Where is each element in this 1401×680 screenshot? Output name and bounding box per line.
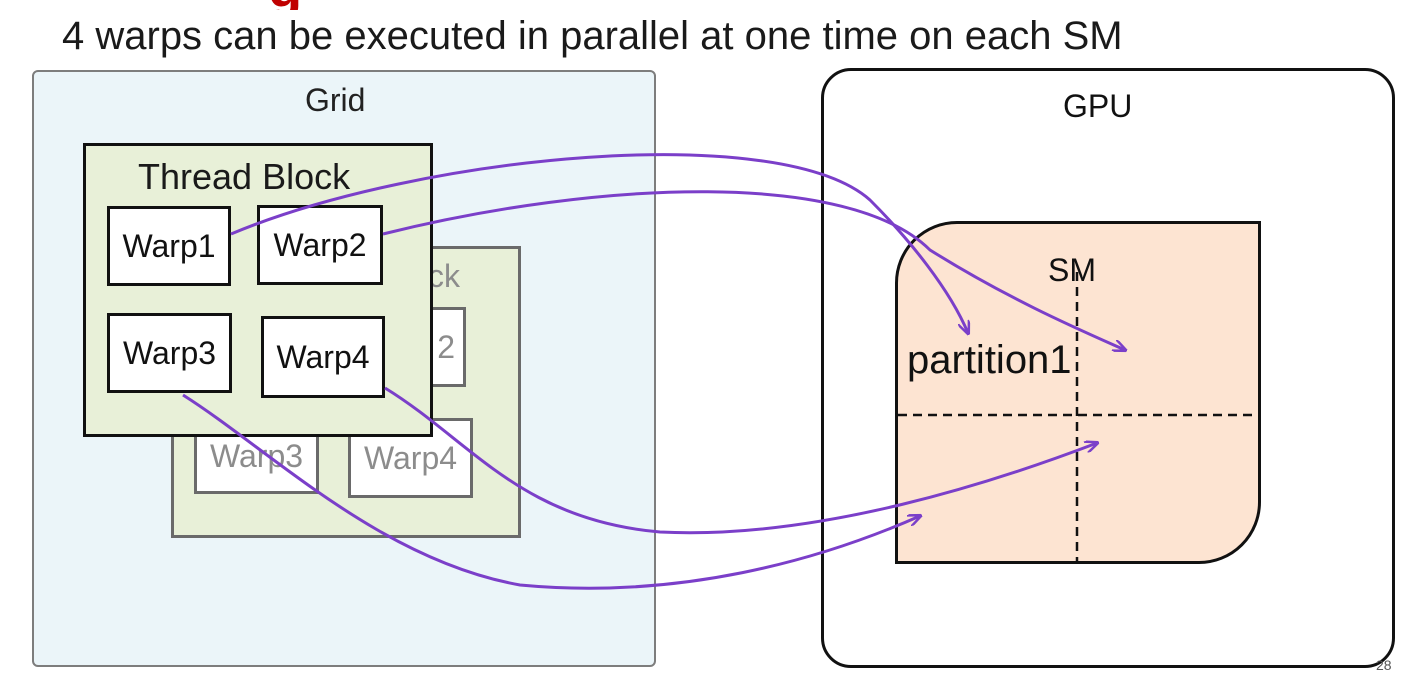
gpu-label: GPU xyxy=(1063,88,1133,124)
warp1-label: Warp1 xyxy=(122,227,216,264)
sm-label: SM xyxy=(1048,252,1096,288)
back-warp3-label: Warp3 xyxy=(209,437,304,474)
warp4-box: Warp4 xyxy=(261,316,385,398)
warp2-box: Warp2 xyxy=(257,205,383,285)
warp3-label: Warp3 xyxy=(122,334,217,371)
arrow-warp4-to-partition4 xyxy=(384,386,1097,535)
back-warp4-label: Warp4 xyxy=(363,439,458,476)
warp2-label: Warp2 xyxy=(273,226,367,263)
thread-block-back-title: ck xyxy=(428,258,460,294)
warp4-label: Warp4 xyxy=(276,338,370,375)
slide-title-fragment: g xyxy=(268,0,328,10)
arrow-warp2-to-partition2 xyxy=(382,190,1125,350)
grid-label: Grid xyxy=(305,82,366,118)
partition-label: partition1 xyxy=(907,338,1072,382)
slide-title-text: g xyxy=(268,0,328,10)
slide-subtitle: 4 warps can be executed in parallel at o… xyxy=(62,14,1123,58)
back-warp2-label: 2 xyxy=(437,328,455,365)
arrow-warp3-to-partition3 xyxy=(182,393,920,590)
warp3-box: Warp3 xyxy=(107,313,232,393)
arrow-warp1-to-partition1 xyxy=(230,153,968,333)
thread-block-title: Thread Block xyxy=(138,156,351,197)
warp1-box: Warp1 xyxy=(107,206,231,286)
page-number: 28 xyxy=(1376,657,1392,673)
